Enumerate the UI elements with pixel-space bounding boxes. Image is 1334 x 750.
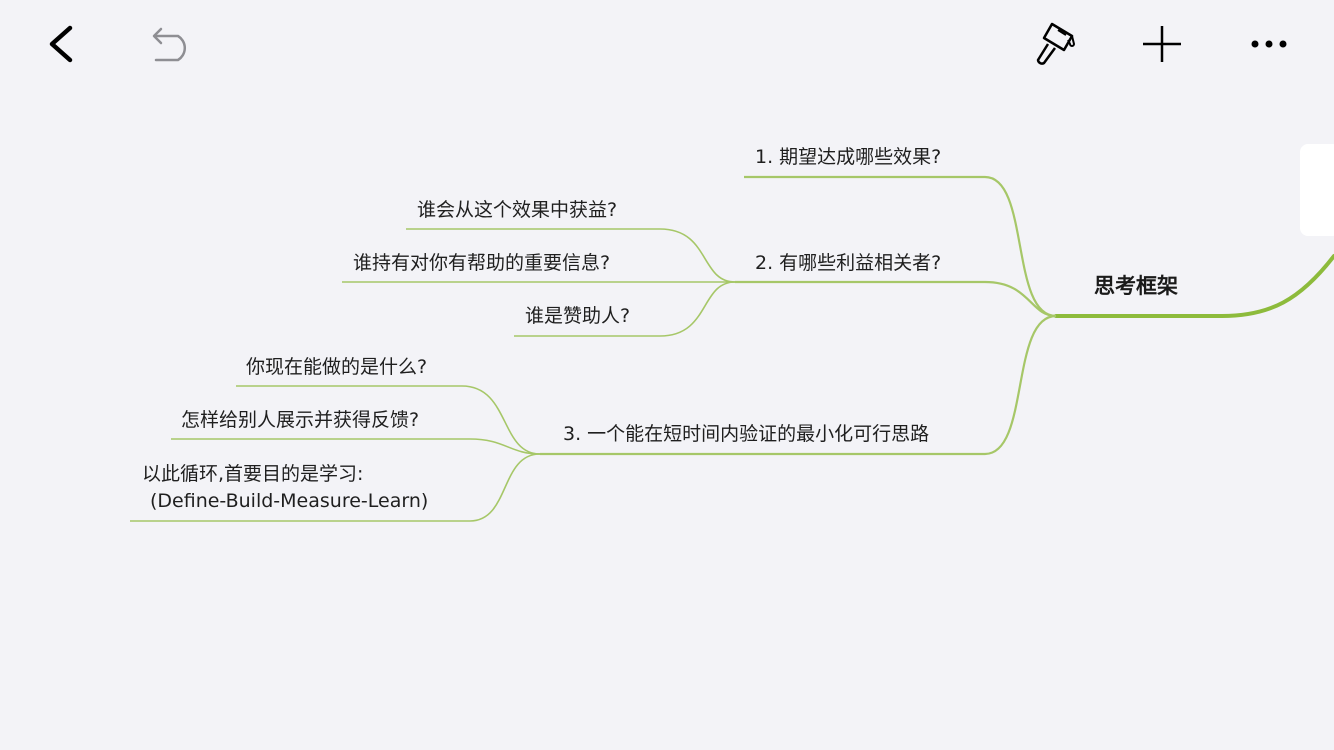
child-node-2-2[interactable]: 谁持有对你有帮助的重要信息?: [353, 252, 611, 274]
style-button[interactable]: [1028, 20, 1080, 68]
child-node-3-3-line1[interactable]: 以此循环,首要目的是学习:: [142, 463, 364, 485]
root-node[interactable]: 思考框架: [1094, 274, 1178, 298]
back-button[interactable]: [40, 22, 84, 66]
more-button[interactable]: [1248, 30, 1292, 58]
paint-brush-icon: [1036, 22, 1076, 65]
child-node-2-1[interactable]: 谁会从这个效果中获益?: [417, 199, 618, 221]
more-horizontal-icon: [1251, 40, 1287, 48]
undo-icon: [152, 27, 187, 62]
child-node-3-2[interactable]: 怎样给别人展示并获得反馈?: [181, 409, 420, 431]
branch-node-3[interactable]: 3. 一个能在短时间内验证的最小化可行思路: [563, 423, 930, 445]
child-node-2-3[interactable]: 谁是赞助人?: [525, 305, 631, 327]
branch-node-2[interactable]: 2. 有哪些利益相关者?: [755, 252, 942, 274]
child-node-3-3-line2[interactable]: (Define-Build-Measure-Learn): [150, 490, 429, 512]
branch-node-1[interactable]: 1. 期望达成哪些效果?: [755, 146, 942, 168]
plus-icon: [1143, 26, 1181, 62]
add-button[interactable]: [1140, 22, 1184, 66]
child-node-3-1[interactable]: 你现在能做的是什么?: [246, 356, 428, 378]
side-node-card[interactable]: [1300, 144, 1334, 236]
chevron-left-icon: [49, 25, 73, 63]
undo-button[interactable]: [148, 24, 198, 66]
